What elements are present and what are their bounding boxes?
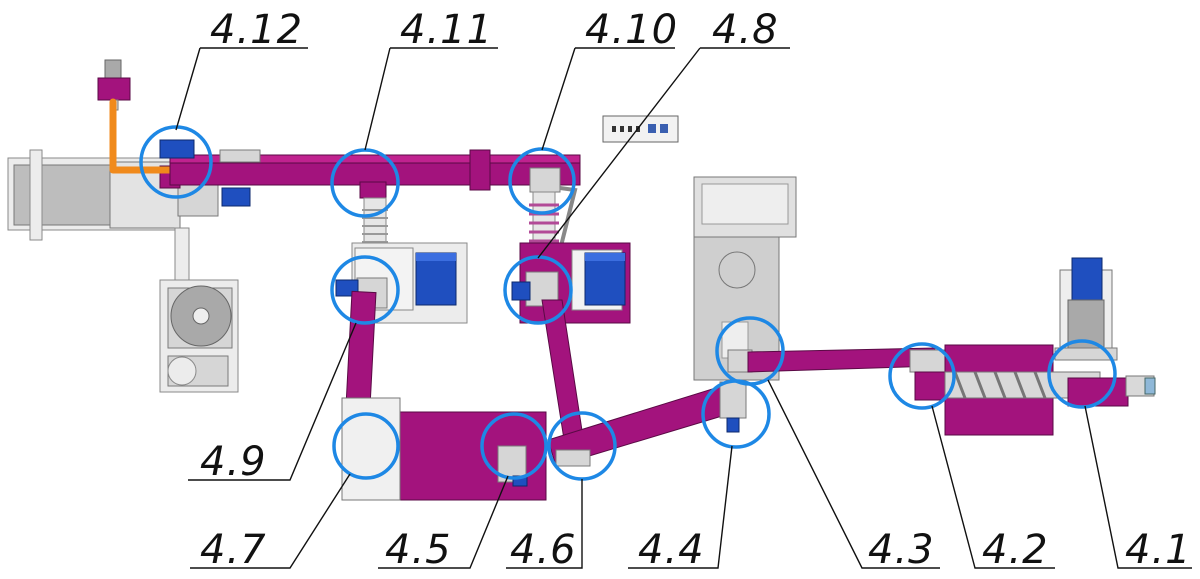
callout-label-4.11: 4.11 — [400, 7, 493, 53]
callout-label-4.12: 4.12 — [210, 7, 303, 53]
spring-feeder-right — [529, 191, 559, 248]
spring-feeder-left — [362, 197, 388, 249]
callout-label-4.5: 4.5 — [385, 527, 452, 573]
press-unit-left — [335, 242, 468, 423]
ring-4.9 — [330, 255, 400, 325]
ring-4.2 — [888, 342, 956, 410]
callout-labels: 4.12 4.11 4.10 4.8 4.9 4.7 4.5 4.6 4.4 4… — [200, 7, 1192, 573]
callout-label-4.7: 4.7 — [200, 527, 267, 573]
callout-label-4.4: 4.4 — [638, 527, 705, 573]
ring-4.1 — [1047, 339, 1117, 409]
leader-lines — [175, 47, 1192, 569]
motor-unit-right — [1054, 257, 1156, 407]
callout-label-4.6: 4.6 — [510, 527, 577, 573]
callout-label-4.2: 4.2 — [982, 527, 1049, 573]
screw-feeder — [909, 344, 1101, 436]
control-panel — [602, 115, 679, 143]
inclined-conveyor — [547, 381, 747, 467]
tall-cabinet — [693, 176, 797, 381]
callout-label-4.9: 4.9 — [200, 439, 267, 485]
callout-label-4.3: 4.3 — [868, 527, 935, 573]
ring-4.7 — [332, 412, 400, 480]
fan-housing — [159, 227, 239, 393]
ring-4.5 — [480, 412, 548, 480]
callout-label-4.10: 4.10 — [585, 7, 678, 53]
callout-label-4.8: 4.8 — [712, 7, 779, 53]
callout-label-4.1: 4.1 — [1125, 527, 1192, 573]
ring-4.3 — [715, 316, 785, 386]
ring-4.12 — [139, 125, 213, 199]
